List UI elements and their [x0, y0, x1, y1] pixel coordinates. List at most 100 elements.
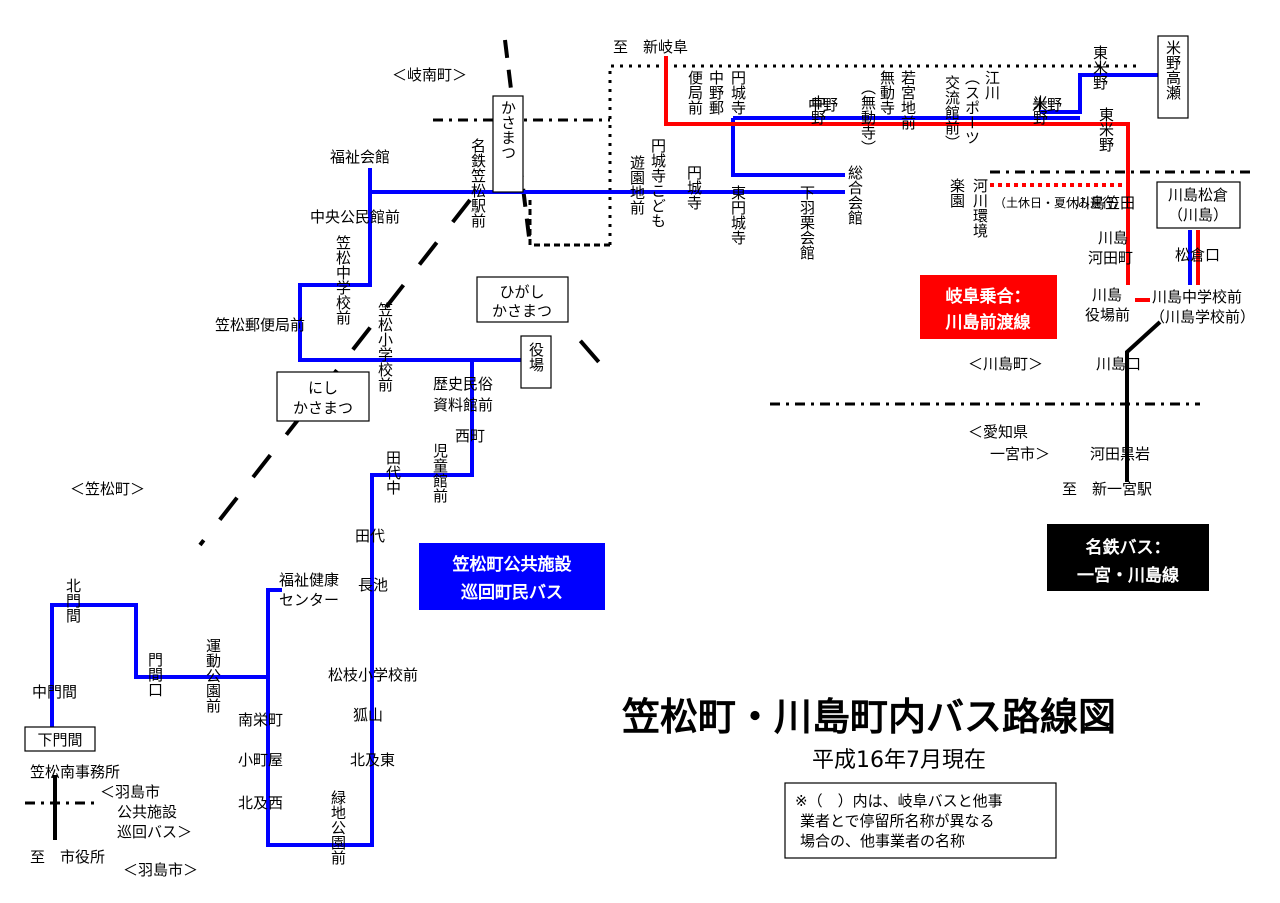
- stop-shoshi: 松枝小学校前: [328, 666, 418, 684]
- dest-shiyakusho: 至 市役所: [30, 848, 105, 866]
- stop-kitaoyobi-higashi: 北及東: [350, 751, 395, 769]
- stop-yoneno-v: 米野: [1031, 95, 1049, 125]
- legend-gifu-2: 川島前渡線: [945, 312, 1031, 333]
- stop-nagaike: 長池: [358, 576, 388, 594]
- area-kasamatsu: ＜笠松町＞: [70, 480, 145, 498]
- route-black-main: [1125, 320, 1162, 482]
- stop-fukushi-kenko-2: センター: [279, 591, 339, 609]
- labels: 笠松町・川島町内バス路線図 平成16年7月現在 ※（ ）内は、岐阜バスと他事 業…: [30, 38, 1255, 879]
- stop-kawada-kuroiwa: 河田黒岩: [1090, 445, 1150, 463]
- stop-nakamonma: 中門間: [32, 683, 77, 701]
- stop-yubin-enjoji-2: 中野郵: [707, 70, 725, 115]
- route-blue-mid: [266, 360, 474, 847]
- note-line-2: 業者とで停留所名称が異なる: [800, 812, 995, 830]
- box-kasamatsu-text: かさまつ: [499, 100, 517, 160]
- box-higashi: [476, 276, 569, 323]
- stop-fukushi: 福祉会館: [330, 148, 390, 166]
- stop-higashi-yoneno2: 東米野: [1097, 107, 1115, 152]
- stop-mudoji2: 無動寺: [878, 70, 896, 115]
- stop-yubin-enjoji-1: 便局前: [686, 70, 704, 116]
- stop-nanei: 南栄町: [238, 711, 283, 729]
- stop-rekishi-2: 資料館前: [433, 396, 493, 414]
- box-shimomon: [24, 726, 96, 752]
- stop-kasamatsu-nan: 笠松南事務所: [30, 763, 120, 781]
- hashima-bus-2: 公共施設: [117, 803, 177, 821]
- route-gifu-bus: [664, 56, 1200, 302]
- stop-kawashima-chu-2: （川島学校前）: [1150, 308, 1255, 326]
- stop-kawashima-chu-1: 川島中学校前: [1152, 288, 1242, 306]
- legend-gifu-1: 岐阜乗合：: [946, 286, 1031, 307]
- area-hashima: ＜羽島市＞: [123, 861, 198, 879]
- route-kasamatsu-community: [50, 73, 1192, 847]
- box-higashi-1: ひがし: [499, 283, 544, 301]
- route-blue-west: [50, 603, 268, 727]
- box-higashi-2: かさまつ: [492, 302, 552, 320]
- stop-enjoji: 円城寺: [685, 165, 703, 210]
- stop-monmaguchi: 門間口: [146, 652, 164, 697]
- stop-tashiro: 田代: [355, 527, 385, 545]
- stop-wakamiya: 若宮地前: [899, 70, 917, 131]
- stop-yuen: 遊園地前: [628, 155, 646, 216]
- stop-weekend: （土休日・夏休み運行）: [994, 196, 1126, 210]
- stop-jido: 児童館前: [431, 443, 449, 504]
- boundary-gifu-north: [608, 64, 1140, 245]
- stop-chuo: 中央公民館前: [310, 208, 400, 226]
- legend-meitetsu-1: 名鉄バス：: [1086, 537, 1171, 558]
- note-line-3: 場合の、他事業者の名称: [800, 832, 965, 850]
- stop-kawashima-yakuba-1: 川島: [1092, 286, 1122, 304]
- hashima-bus-3: 巡回バス＞: [117, 823, 192, 841]
- stop-rekishi-1: 歴史民俗: [433, 375, 493, 393]
- legend-kasamatsu-box: [419, 543, 605, 610]
- hashima-bus-1: ＜羽島市: [100, 783, 160, 801]
- stop-ryokuchi: 緑地公園前: [329, 790, 347, 866]
- stop-kchu: 笠松中学校前: [334, 235, 352, 326]
- stop-kawashima-sasada: 川島笠田: [1075, 194, 1135, 212]
- box-kasamatsu: [492, 95, 524, 193]
- stop-yubin-enjoji-3: 円城寺: [729, 70, 747, 115]
- box-yakuba: [520, 335, 552, 389]
- box-matsukura-1: 川島松倉: [1168, 186, 1228, 204]
- stop-fukushi-kenko-1: 福祉健康: [279, 571, 339, 589]
- box-yakuba-text: 役場: [527, 342, 545, 372]
- stop-kitaoyobi-nishi: 北及西: [238, 794, 283, 812]
- legend-meitetsu-2: 一宮・川島線: [1077, 565, 1179, 586]
- map-subtitle: 平成16年7月現在: [812, 748, 986, 773]
- stop-kitamonma: 北門間: [64, 578, 82, 624]
- stop-sogo: 総合会館: [846, 165, 864, 225]
- route-meitetsu: [53, 320, 1162, 840]
- stop-yoneno: 米野: [1032, 96, 1062, 114]
- area-ichinomiya-1: ＜愛知県: [968, 423, 1028, 441]
- area-ichinomiya-2: 一宮市＞: [990, 445, 1050, 463]
- box-yonenoshita-text: 米野高瀬: [1164, 40, 1182, 100]
- stop-nakano-v: 中野: [809, 95, 827, 125]
- stop-nakano: 中野: [808, 96, 838, 114]
- stop-kawashima-kawada-2: 河田町: [1088, 249, 1133, 267]
- stop-higashi-yoneno: 東米野: [1091, 45, 1109, 90]
- box-nishi-2: かさまつ: [293, 399, 353, 417]
- stop-nishimachi: 西町: [455, 427, 485, 445]
- stop-edogawa-1: 江川: [983, 70, 1001, 100]
- stop-matsukura-guchi: 松倉口: [1175, 246, 1220, 264]
- route-blue-north: [298, 168, 535, 362]
- box-matsukura-2: （川島）: [1168, 206, 1228, 224]
- box-shimomon-text: 下門間: [37, 731, 82, 749]
- stop-undo: 運動公園前: [204, 638, 222, 714]
- legend-gifu-box: [920, 275, 1057, 339]
- stop-kawashima-yakuba-2: 役場前: [1085, 306, 1130, 324]
- note-line-1: ※（ ）内は、岐阜バスと他事: [795, 792, 1003, 810]
- stop-ksho: 笠松小学校前: [376, 302, 394, 393]
- dest-shingifu: 至 新岐阜: [613, 38, 688, 56]
- stop-higashi-enjoji: 東円城寺: [729, 185, 747, 245]
- legend-kasamatsu-1: 笠松町公共施設: [453, 554, 573, 575]
- stop-kawashima-guchi: 川島口: [1096, 355, 1141, 373]
- box-yonenoshita: [1157, 35, 1189, 119]
- stop-kawashima-kawada-1: 川島: [1098, 229, 1128, 247]
- stop-edogawa-3: 交流館前）: [943, 74, 961, 150]
- map-title: 笠松町・川島町内バス路線図: [622, 695, 1116, 739]
- legend-kasamatsu-2: 巡回町民バス: [461, 583, 563, 603]
- stop-mudoji: （無動寺）: [859, 80, 877, 155]
- box-nishi-1: にし: [308, 379, 338, 397]
- area-ginan: ＜岐南町＞: [392, 66, 467, 84]
- stop-komachiya: 小町屋: [238, 751, 283, 769]
